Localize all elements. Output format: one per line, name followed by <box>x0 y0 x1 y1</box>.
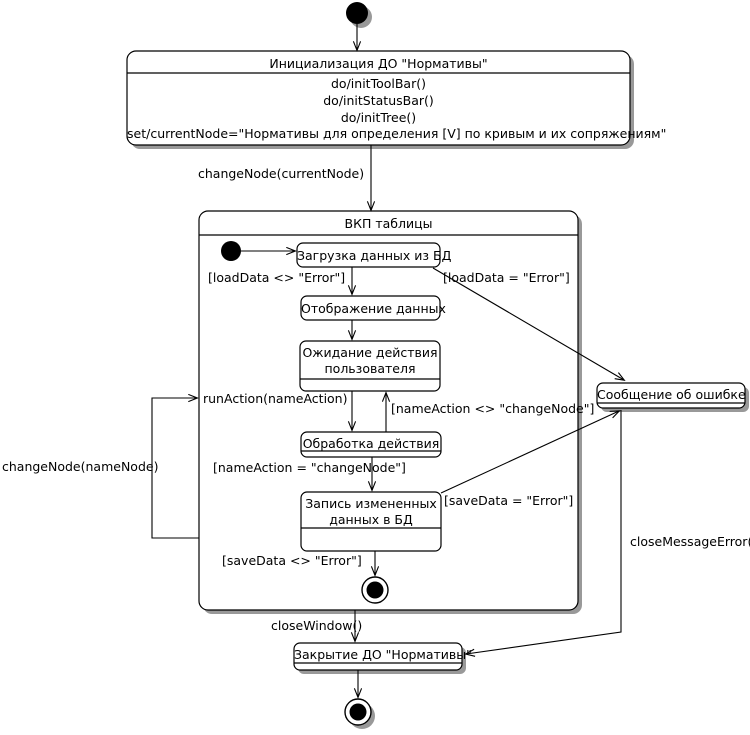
transition-label-close-message-error: closeMessageError() <box>630 534 750 549</box>
transition-load-error-to-message <box>432 267 624 380</box>
state-close[interactable] <box>293 642 463 671</box>
final-state-inner <box>361 576 389 604</box>
state-initialization-title: Инициализация ДО "Нормативы" <box>269 56 488 71</box>
state-initialization-action-2: do/initTree() <box>340 110 417 125</box>
state-initialization-action-1: do/initStatusBar() <box>323 93 434 108</box>
state-initialization[interactable] <box>126 50 631 146</box>
state-composite-table[interactable] <box>198 210 579 611</box>
initial-state-top <box>346 2 368 24</box>
transition-save-error-to-message <box>440 411 619 494</box>
state-show-data[interactable] <box>300 295 441 321</box>
state-save-data-label-line2: данных в БД <box>329 512 413 527</box>
state-wait-user-action-label-line1: Ожидание действия <box>302 345 438 360</box>
state-save-data[interactable] <box>300 491 442 552</box>
state-error-message-label: Сообщение об ошибке <box>597 387 746 402</box>
final-state-bottom <box>344 698 372 726</box>
state-initialization-action-0: do/initToolBar() <box>331 76 426 91</box>
transition-label-run-action: runAction(nameAction) <box>203 391 348 406</box>
transition-label-name-action-eq: [nameAction = "changeNode"] <box>213 460 406 475</box>
state-initialization-action-3: set/currentNode="Нормативы для определен… <box>127 126 667 141</box>
transition-label-load-ok: [loadData <> "Error"] <box>208 270 346 285</box>
state-error-message[interactable] <box>596 382 746 409</box>
state-process-action-label: Обработка действия <box>302 436 440 451</box>
transition-label-save-ok: [saveData <> "Error"] <box>222 553 362 568</box>
state-close-label: Закрытие ДО "Нормативы" <box>294 647 472 662</box>
transition-label-change-node-current: changeNode(currentNode) <box>198 166 365 181</box>
state-load-data-label: Загрузка данных из БД <box>297 248 452 263</box>
state-wait-user-action-label-line2: пользователя <box>324 361 416 376</box>
transition-label-name-action-ne: [nameAction <> "changeNode"] <box>391 401 595 416</box>
initial-state-inner <box>221 241 241 261</box>
state-composite-title: ВКП таблицы <box>344 216 433 231</box>
transition-label-load-error: [loadData = "Error"] <box>443 270 570 285</box>
state-load-data[interactable] <box>296 242 441 268</box>
transition-close-message-error <box>466 410 622 654</box>
transition-label-change-node-name: changeNode(nameNode) <box>2 459 159 474</box>
transition-label-save-error: [saveData = "Error"] <box>444 493 574 508</box>
state-process-action[interactable] <box>300 431 442 458</box>
state-wait-user-action[interactable] <box>299 340 441 392</box>
state-save-data-label-line1: Запись измененных <box>305 496 437 511</box>
state-show-data-label: Отображение данных <box>301 301 446 316</box>
transition-change-node-loop <box>151 398 199 539</box>
transition-label-close-window: closeWindow() <box>271 618 363 633</box>
